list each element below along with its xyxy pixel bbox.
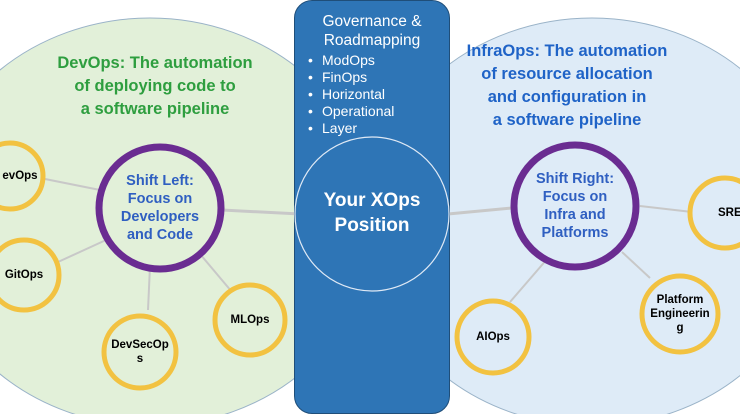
connector-right-hub-sre [639, 205, 693, 213]
shift-left-hub [95, 143, 225, 273]
devsecops-node [101, 313, 179, 391]
connector-left-hub-mlops [199, 253, 233, 293]
gitops-node [0, 237, 62, 313]
connector-right-hub-aiops [509, 257, 549, 303]
mlops-node [212, 282, 288, 358]
connector-left-hub-gitops [57, 239, 107, 263]
connector-left-hub-to-center [221, 208, 301, 216]
connector-left-hub-devops [39, 177, 101, 191]
devops-node [0, 140, 46, 212]
shift-right-hub [510, 141, 640, 271]
connector-center-to-right-hub [447, 206, 513, 216]
platform-engineering-node [639, 273, 721, 355]
connector-left-hub-devsecops [147, 265, 151, 311]
connector-right-hub-platform [621, 251, 651, 279]
sre-node [687, 175, 740, 251]
aiops-node [454, 298, 532, 376]
